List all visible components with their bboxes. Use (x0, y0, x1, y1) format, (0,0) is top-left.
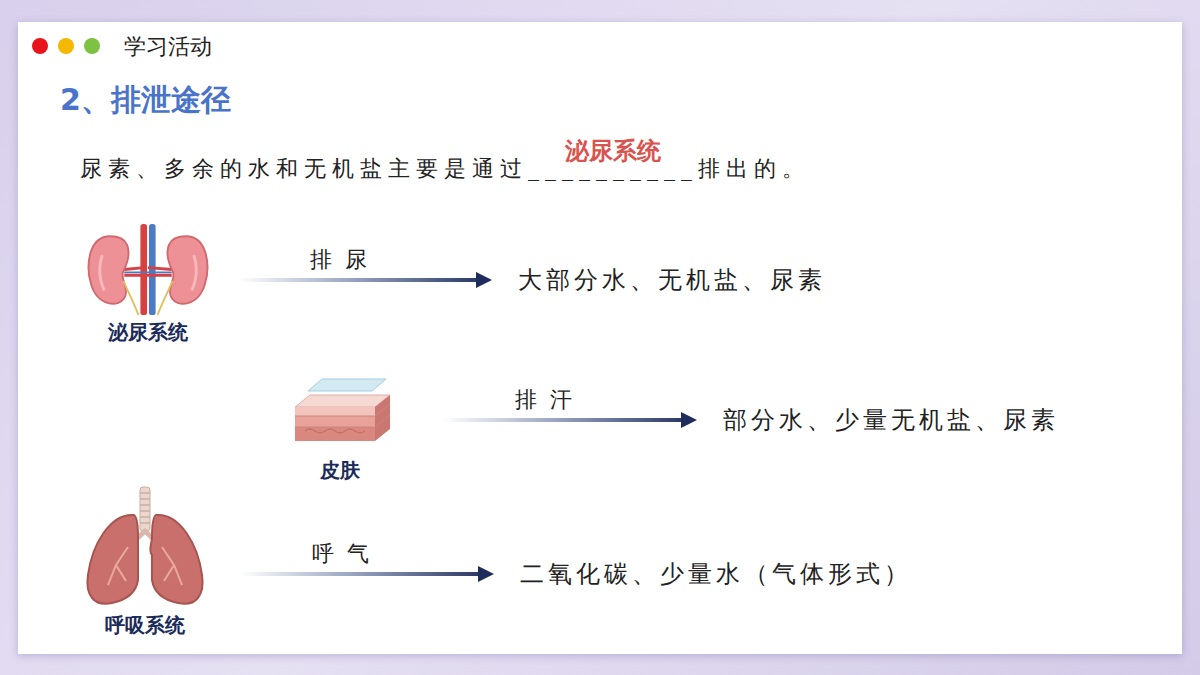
dot-red (32, 38, 48, 54)
arrow-head (681, 412, 697, 428)
fill-in-sentence: 尿素、多余的水和无机盐主要是通过__________排出的。 (80, 154, 810, 184)
arrow-label: 排 汗 (511, 386, 579, 414)
skin-icon (237, 365, 443, 455)
organ-label: 皮肤 (320, 455, 360, 485)
product-text: 部分水、少量无机盐、尿素 (723, 403, 1059, 437)
lung-icon (50, 485, 240, 610)
organ-node: 皮肤 (237, 365, 443, 485)
arrow-head (478, 566, 494, 582)
section-tag: 学习活动 (124, 32, 212, 62)
organ-node: 泌尿系统 (58, 222, 238, 347)
product-text-node: 部分水、少量无机盐、尿素 (697, 401, 1059, 439)
arrow-shaft (238, 278, 476, 282)
answer-text: 泌尿系统 (565, 136, 661, 166)
organ-label: 泌尿系统 (108, 317, 188, 347)
arrow-shaft (443, 418, 681, 422)
product-text-node: 大部分水、无机盐、尿素 (492, 261, 826, 299)
kidney-icon (58, 222, 238, 317)
dot-green (84, 38, 100, 54)
product-text-node: 二氧化碳、少量水（气体形式） (494, 555, 912, 593)
arrow-connector (238, 272, 492, 288)
arrow-head (476, 272, 492, 288)
product-text: 大部分水、无机盐、尿素 (518, 263, 826, 297)
arrow-connector (443, 412, 697, 428)
arrow-label: 呼 气 (308, 540, 376, 568)
arrow-shaft (240, 572, 478, 576)
organ-node: 呼吸系统 (50, 485, 240, 640)
arrow-connector (240, 566, 494, 582)
slide-title: 2、排泄途径 (60, 80, 231, 120)
dot-yellow (58, 38, 74, 54)
product-text: 二氧化碳、少量水（气体形式） (520, 557, 912, 591)
arrow-label: 排 尿 (306, 246, 374, 274)
organ-label: 呼吸系统 (105, 610, 185, 640)
